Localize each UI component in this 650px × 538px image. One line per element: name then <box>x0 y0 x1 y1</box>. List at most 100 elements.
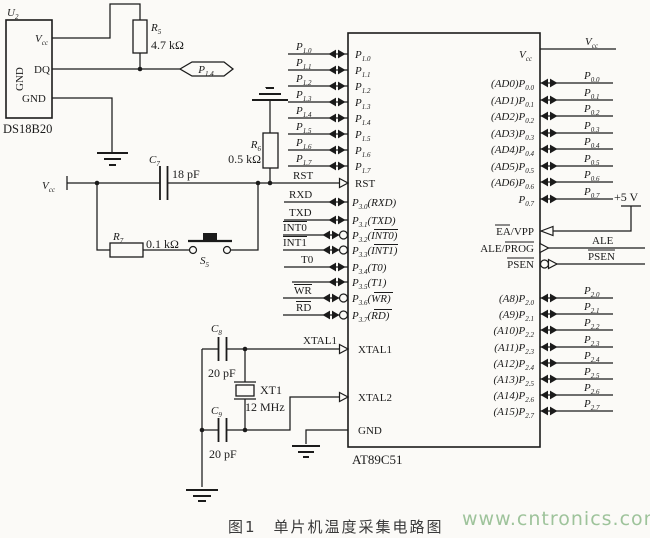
mcu-pin-label: XTAL2 <box>358 392 392 404</box>
r7-ref: R7 <box>112 231 124 245</box>
dq-net-flag-label: P1.4 <box>197 64 214 78</box>
sensor-pin-vcc: Vcc <box>35 33 49 47</box>
net-flag-label: INT1 <box>283 237 307 249</box>
mcu-pin-label: GND <box>358 425 382 437</box>
mcu-pin-label: P3.4(T0) <box>351 262 387 276</box>
net-flag-label: P1.2 <box>295 73 312 87</box>
sensor-pin-dq: DQ <box>34 64 50 76</box>
net-flag-label: TXD <box>289 207 312 219</box>
ds18b20-body <box>5 19 53 119</box>
net-flag-label: P2.3 <box>583 334 600 348</box>
capacitor-plates <box>159 166 228 442</box>
net-flag-label: INT0 <box>283 222 307 234</box>
net-flag-label: XTAL1 <box>303 335 337 347</box>
mcu-pin-label: P1.6 <box>354 145 371 159</box>
ground-symbol <box>97 87 320 502</box>
mcu-pin-label: P3.0(RXD) <box>351 197 397 211</box>
mcu-pin-label: (A9)P2.1 <box>499 309 534 323</box>
mcu-pin-label: P3.7(RD) <box>351 310 390 324</box>
net-flag-label: P2.5 <box>583 366 600 380</box>
watermark-url: www.cntronics.com <box>462 508 650 530</box>
mcu-pin-label: (A12)P2.4 <box>493 358 534 372</box>
mcu-pin-label: (A10)P2.2 <box>493 325 534 339</box>
active-low-overline <box>283 221 615 310</box>
net-flag-label: P2.1 <box>583 301 599 315</box>
mcu-pin-label: (A14)P2.6 <box>493 390 534 404</box>
mcu-pin-label: EA/VPP <box>496 226 534 238</box>
net-flag-label: P0.0 <box>583 70 600 84</box>
power-labels: Vcc Vcc +5 V <box>42 36 639 204</box>
mcu-part-name: AT89C51 <box>352 452 403 467</box>
xt1-ref: XT1 <box>260 383 282 397</box>
net-flag-label: ALE <box>592 235 614 247</box>
component-labels: R5 4.7 kΩ R6 0.5 kΩ R7 0.1 kΩ C7 18 pF C… <box>112 22 285 461</box>
net-flag-label: P0.1 <box>583 87 599 101</box>
mcu-pin-label: ALE/PROG <box>480 243 534 255</box>
net-flag-label: P2.0 <box>583 285 600 299</box>
mcu-pin-label: (AD4)P0.4 <box>491 144 534 158</box>
r6-ref: R6 <box>250 139 262 153</box>
net-flag-label: RST <box>293 170 313 182</box>
ds18b20-sensor: U2 Vcc DQ GND GND DS18B20 P1.4 <box>3 7 214 136</box>
mcu-pin-label: P1.4 <box>354 113 371 127</box>
wire-segments <box>52 3 645 487</box>
plus-5v-label: +5 V <box>614 190 639 204</box>
resistor-r5-body <box>132 19 148 54</box>
net-flag-label: T0 <box>301 254 314 266</box>
mcu-pin-label: P1.5 <box>354 129 371 143</box>
r5-ref: R5 <box>150 22 162 36</box>
net-flag-label: P0.3 <box>583 120 600 134</box>
net-flag-label: P0.7 <box>583 186 600 200</box>
mcu-pin-label: (A8)P2.0 <box>499 293 535 307</box>
net-flag-label: P1.6 <box>295 137 312 151</box>
mcu-pin-label: P1.3 <box>354 97 371 111</box>
mcu-pin-label: P3.2(INT0) <box>351 230 398 244</box>
mcu-pin-label: (AD3)P0.3 <box>491 128 534 142</box>
net-flag-shape <box>178 61 235 77</box>
c9-value: 20 pF <box>209 447 237 461</box>
net-flag-label: P1.4 <box>295 105 312 119</box>
net-flag-label: P0.4 <box>583 136 600 150</box>
mcu-pin-label: (AD6)P0.6 <box>491 177 534 191</box>
mcu-pin-label: RST <box>355 178 375 190</box>
r7-value: 0.1 kΩ <box>146 237 179 251</box>
net-flag-label: P1.0 <box>295 41 312 55</box>
sensor-pin-gnd-bottom: GND <box>22 93 46 105</box>
sensor-ref-label: U2 <box>7 7 19 21</box>
net-flag-label: WR <box>294 285 312 297</box>
mcu-pin-label: (AD1)P0.1 <box>491 95 534 109</box>
c9-ref: C9 <box>211 405 222 419</box>
mcu-pin-label: Vcc <box>519 49 533 63</box>
net-flag-label: P0.5 <box>583 153 600 167</box>
mcu-pin-label: (A13)P2.5 <box>493 374 534 388</box>
mcu-pin-label: (AD0)P0.0 <box>491 78 534 92</box>
net-flag-label: RD <box>296 302 311 314</box>
xt1-value: 12 MHz <box>245 400 285 414</box>
net-flag-label: P2.2 <box>583 317 600 331</box>
mcu-pin-label: (A11)P2.3 <box>494 342 534 356</box>
mcu-pin-label: P1.2 <box>354 81 371 95</box>
resistor-r7-body <box>109 242 144 258</box>
figure-caption: 图1 单片机温度采集电路图 <box>228 518 444 536</box>
mcu-pin-label: P3.6(WR) <box>351 293 391 307</box>
mcu-pin-label: P0.7 <box>518 194 535 208</box>
mcu-pin-label: P3.3(INT1) <box>351 245 398 259</box>
switch-s5 <box>188 233 232 255</box>
resistor-r6-body <box>262 132 279 169</box>
mcu-pin-label: (AD5)P0.5 <box>491 161 534 175</box>
net-flag-label: P1.3 <box>295 89 312 103</box>
net-flag-labels: P1.0 P1.1 P1.2 P1.3 P1.4 P1.5 P1.6 P1.7 … <box>283 41 615 412</box>
mcu-pin-label: P3.1(TXD) <box>351 215 396 229</box>
mcu-body <box>347 32 541 448</box>
c7-value: 18 pF <box>172 167 200 181</box>
net-flag-label: PSEN <box>588 251 615 263</box>
net-flag-label: P2.6 <box>583 382 600 396</box>
c8-ref: C8 <box>211 323 222 337</box>
sensor-pin-gnd-side: GND <box>14 67 26 91</box>
r5-value: 4.7 kΩ <box>151 38 184 52</box>
net-flag-label: P1.7 <box>295 153 312 167</box>
net-flag-label: P2.7 <box>583 398 600 412</box>
crystal-xt1-body <box>235 384 255 397</box>
